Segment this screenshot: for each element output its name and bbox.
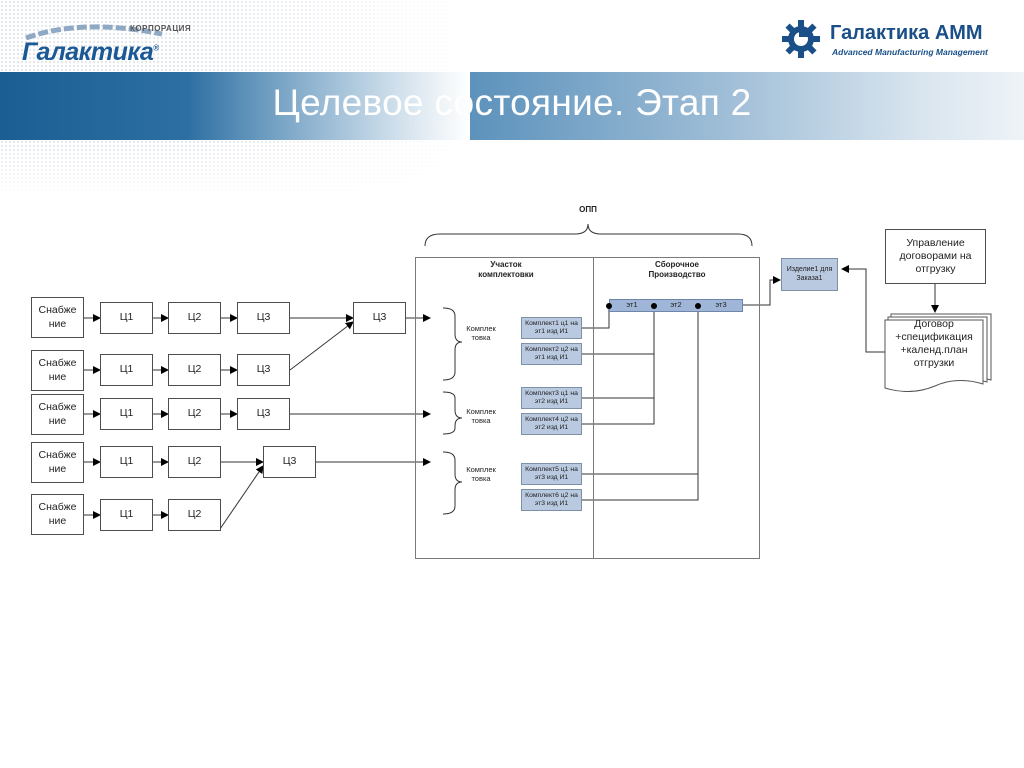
supply-box[interactable]: Снабже ние — [31, 394, 84, 435]
c1-box[interactable]: Ц1 — [100, 446, 153, 478]
kit-box[interactable]: Комплект5 ц1 на эт3 изд И1 — [521, 463, 582, 485]
logo-amm-name: Галактика АММ — [830, 22, 983, 44]
registered-icon: ® — [153, 43, 159, 53]
c1-box[interactable]: Ц1 — [100, 499, 153, 531]
stage-label: эт2 — [670, 300, 682, 309]
kit-box[interactable]: Комплект6 ц2 на эт3 изд И1 — [521, 489, 582, 511]
supply-box[interactable]: Снабже ние — [31, 494, 84, 535]
c2-box[interactable]: Ц2 — [168, 354, 221, 386]
c2-box[interactable]: Ц2 — [168, 446, 221, 478]
c3-box[interactable]: Ц3 — [237, 398, 290, 430]
area-divider — [593, 257, 594, 559]
logo-name: Галактика — [22, 38, 154, 66]
kit-box[interactable]: Комплект4 ц2 на эт2 изд И1 — [521, 413, 582, 435]
supply-box[interactable]: Снабже ние — [31, 442, 84, 483]
supply-box[interactable]: Снабже ние — [31, 350, 84, 391]
opp-label: ОПП — [579, 205, 597, 214]
stage-label: эт1 — [626, 300, 638, 309]
c3-merge-box[interactable]: Ц3 — [263, 446, 316, 478]
komplektovka-label: Комплек товка — [466, 407, 496, 426]
contracts-management-box[interactable]: Управление договорами на отгрузку — [885, 229, 986, 284]
logo-name-text: Галактика® — [22, 38, 159, 67]
c3-box[interactable]: Ц3 — [237, 354, 290, 386]
c3-box[interactable]: Ц3 — [237, 302, 290, 334]
gear-icon — [782, 20, 820, 58]
logo-amm-subtitle: Advanced Manufacturing Management — [832, 47, 988, 57]
stage-label: эт3 — [715, 300, 727, 309]
logo-arc-icon — [25, 24, 163, 40]
c1-box[interactable]: Ц1 — [100, 398, 153, 430]
komplektovka-label: Комплек товка — [466, 324, 496, 343]
komplektovka-label: Комплек товка — [466, 465, 496, 484]
stage-dot-icon — [695, 303, 701, 309]
c1-box[interactable]: Ц1 — [100, 302, 153, 334]
logo-corp-text: КОРПОРАЦИЯ — [130, 24, 192, 33]
supply-box[interactable]: Снабже ние — [31, 297, 84, 338]
c2-box[interactable]: Ц2 — [168, 499, 221, 531]
c2-box[interactable]: Ц2 — [168, 302, 221, 334]
stage-dot-icon — [606, 303, 612, 309]
assembly-area-frame — [415, 257, 760, 559]
dot-fade-bottom — [0, 140, 470, 200]
product-box[interactable]: Изделие1 для Заказа1 — [781, 258, 838, 291]
contract-document-icon — [884, 313, 992, 392]
page-title: Целевое состояние. Этап 2 — [272, 82, 752, 123]
c2-box[interactable]: Ц2 — [168, 398, 221, 430]
assembly-section-label: Участок комплектовки — [478, 260, 534, 279]
contract-document-text[interactable]: Договор +спецификация +календ.план отгру… — [895, 317, 973, 370]
production-section-label: Сборочное Производство — [648, 260, 706, 279]
c3-merge-box[interactable]: Ц3 — [353, 302, 406, 334]
c1-box[interactable]: Ц1 — [100, 354, 153, 386]
kit-box[interactable]: Комплект3 ц1 на эт2 изд И1 — [521, 387, 582, 409]
kit-box[interactable]: Комплект1 ц1 на эт1 изд И1 — [521, 317, 582, 339]
kit-box[interactable]: Комплект2 ц2 на эт1 изд И1 — [521, 343, 582, 365]
stage-dot-icon — [651, 303, 657, 309]
